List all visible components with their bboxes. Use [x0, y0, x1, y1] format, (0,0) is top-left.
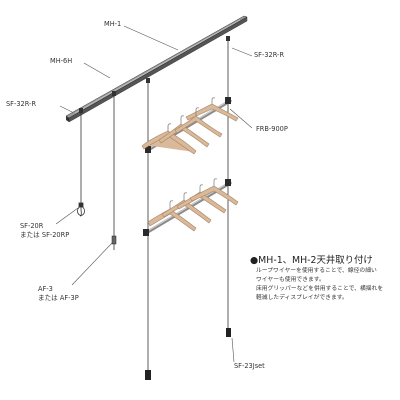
label-mh1: MH-1: [104, 20, 122, 28]
bottom-weights: [145, 328, 231, 380]
label-sf20r: SF-20R または SF-20RP: [20, 222, 69, 239]
label-sf23jset: SF-23Jset: [234, 362, 265, 370]
upper-hooks: [167, 97, 216, 131]
leader-mh6h: [83, 62, 111, 79]
fitting-sf32rr-left: [79, 108, 83, 113]
hook: [213, 178, 218, 186]
section-heading: ●MH-1、MH-2天井取り付け: [250, 255, 373, 266]
label-sf32rr-right: SF-32R-R: [254, 51, 285, 59]
hanger: [189, 185, 239, 206]
leader-mh1: [123, 25, 179, 51]
label-sf20r-line1: SF-20R: [20, 222, 44, 230]
hook: [183, 192, 188, 200]
label-frb900p: FRB-900P: [256, 125, 288, 133]
loop-wire-bottom: [79, 209, 82, 217]
leader-af3: [71, 242, 113, 286]
leader-sf32rr-right: [231, 47, 253, 57]
label-af3-line2: または AF-3P: [38, 293, 79, 302]
hook: [180, 115, 185, 124]
description-line: ループワイヤーを使用することで、線径の細い: [256, 268, 377, 274]
label-af3-line1: AF-3: [38, 285, 53, 293]
leader-sf20r: [55, 207, 79, 225]
ceiling-fittings: [79, 36, 230, 113]
description-line: 床用グリッパーなどを併用することで、横揺れを: [256, 285, 384, 292]
leader-sf32rr-left: [59, 105, 75, 114]
lower-hooks: [169, 178, 218, 209]
lower-hangers: [147, 185, 239, 232]
label-sf20r-line2: または SF-20RP: [20, 230, 70, 239]
leader-frb900p: [229, 108, 253, 129]
hook: [167, 123, 172, 131]
hook: [169, 200, 174, 209]
sf20r-loop: [77, 202, 85, 216]
description-line: ワイヤーも使用できます。: [256, 276, 325, 283]
hanger: [174, 115, 223, 138]
label-sf32rr-left: SF-32R-R: [6, 100, 37, 108]
hook: [195, 107, 200, 116]
af3-clamp: [111, 235, 117, 250]
leader-sf23jset: [231, 337, 235, 363]
wires: [79, 40, 229, 380]
hook: [199, 184, 204, 192]
fitting-sf32rr-right: [226, 36, 230, 41]
label-af3: AF-3 または AF-3P: [38, 285, 79, 302]
hook: [211, 97, 216, 104]
hanger: [147, 208, 197, 232]
label-mh6h: MH-6H: [50, 57, 73, 65]
fitting-mh6h: [112, 91, 116, 96]
upper-hangers: [141, 103, 239, 155]
fitting-front: [146, 78, 150, 83]
description-line: 軽減したディスプレイができます。: [256, 294, 348, 301]
leader-lines: [55, 25, 253, 363]
description: ループワイヤーを使用することで、線径の細い ワイヤーも使用できます。 床用グリッ…: [256, 267, 383, 303]
